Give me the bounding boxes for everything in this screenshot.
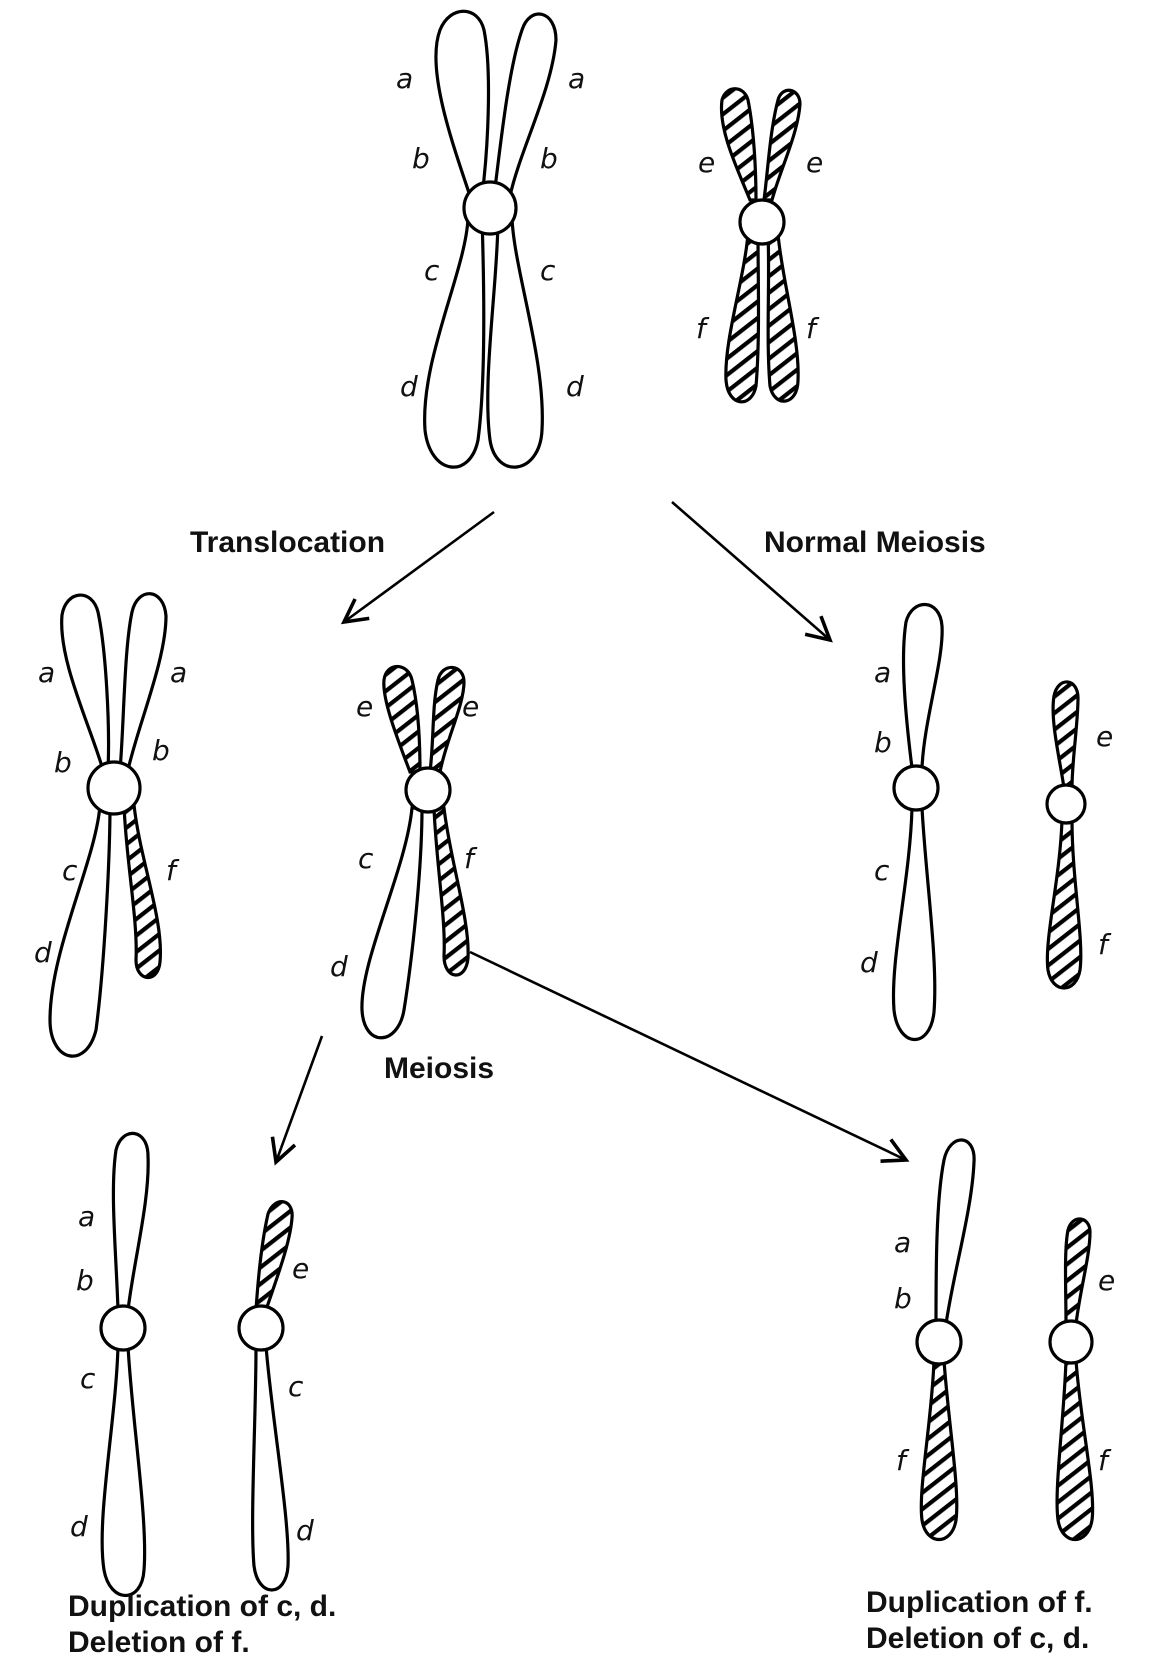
label-d: d bbox=[400, 370, 418, 403]
label-d: d bbox=[70, 1510, 88, 1543]
arrow-translocation bbox=[340, 510, 495, 625]
label-b: b bbox=[54, 746, 72, 779]
label-c: c bbox=[358, 842, 374, 875]
label-f: f bbox=[1098, 928, 1112, 961]
label-f: f bbox=[806, 312, 820, 345]
arrow-meiosis-left bbox=[270, 1035, 324, 1166]
step-meiosis: Meiosis bbox=[384, 1052, 494, 1085]
label-b: b bbox=[412, 142, 430, 175]
gamete-right-white bbox=[915, 1138, 976, 1541]
outcome-right-line2: Deletion of c, d. bbox=[866, 1622, 1089, 1655]
original-chromosome-hatched bbox=[719, 87, 802, 404]
normal-chromatid-hatched bbox=[1045, 680, 1087, 990]
original-chromosome-white bbox=[423, 9, 558, 469]
label-e: e bbox=[1096, 720, 1113, 753]
label-e: e bbox=[292, 1252, 309, 1285]
step-normal-meiosis: Normal Meiosis bbox=[764, 526, 986, 559]
label-a: a bbox=[170, 656, 187, 689]
label-b: b bbox=[152, 734, 170, 767]
gamete-right-hatched bbox=[1048, 1217, 1095, 1541]
label-a: a bbox=[568, 62, 585, 95]
label-d: d bbox=[34, 936, 52, 969]
label-d: d bbox=[330, 950, 348, 983]
label-f: f bbox=[896, 1444, 910, 1477]
gamete-left-hatched bbox=[237, 1200, 294, 1592]
label-e: e bbox=[806, 146, 823, 179]
label-d: d bbox=[860, 946, 878, 979]
label-a: a bbox=[38, 656, 55, 689]
label-d: d bbox=[566, 370, 584, 403]
translocated-chromosome-white bbox=[48, 592, 168, 1058]
label-a: a bbox=[78, 1200, 95, 1233]
label-f: f bbox=[696, 312, 710, 345]
translocated-chromosome-hatched bbox=[360, 664, 470, 1040]
label-c: c bbox=[540, 254, 556, 287]
step-translocation: Translocation bbox=[190, 526, 385, 559]
label-a: a bbox=[894, 1226, 911, 1259]
outcome-left-line2: Deletion of f. bbox=[68, 1626, 250, 1659]
label-c: c bbox=[424, 254, 440, 287]
label-d: d bbox=[296, 1514, 314, 1547]
outcome-left-line1: Duplication of c, d. bbox=[68, 1590, 336, 1623]
label-e: e bbox=[356, 690, 373, 723]
label-e: e bbox=[698, 146, 715, 179]
label-e: e bbox=[1098, 1264, 1115, 1297]
label-a: a bbox=[396, 62, 413, 95]
label-f: f bbox=[464, 842, 478, 875]
arrow-meiosis-right bbox=[469, 950, 910, 1163]
outcome-right-line1: Duplication of f. bbox=[866, 1586, 1093, 1619]
label-f: f bbox=[166, 854, 180, 887]
label-b: b bbox=[894, 1282, 912, 1315]
label-b: b bbox=[874, 726, 892, 759]
label-f: f bbox=[1098, 1444, 1112, 1477]
label-c: c bbox=[62, 854, 78, 887]
gamete-left-white bbox=[99, 1131, 150, 1597]
arrow-normal-meiosis bbox=[671, 501, 833, 643]
label-a: a bbox=[874, 656, 891, 689]
normal-chromatid-white bbox=[891, 602, 944, 1041]
label-c: c bbox=[80, 1362, 96, 1395]
label-e: e bbox=[462, 690, 479, 723]
label-b: b bbox=[540, 142, 558, 175]
label-b: b bbox=[76, 1264, 94, 1297]
label-c: c bbox=[874, 854, 890, 887]
label-c: c bbox=[288, 1370, 304, 1403]
